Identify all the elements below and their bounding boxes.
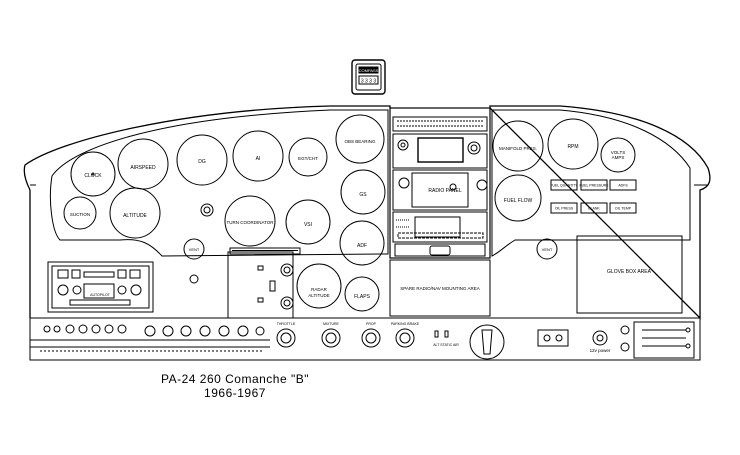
svg-text:GS: GS	[359, 192, 367, 198]
volts-amps-gauge: VOLTS AMPS	[600, 137, 636, 173]
turn-coordinator-gauge: TURN COORDINATOR	[224, 195, 276, 247]
panel-outline	[23, 105, 711, 320]
switch-subpanel	[227, 251, 294, 319]
svg-text:RADAR: RADAR	[311, 287, 328, 292]
svg-text:12v power: 12v power	[590, 348, 611, 353]
alt-static-air: ALT STATIC AIR	[433, 330, 459, 347]
twelve-v-power: 12v power	[590, 330, 611, 353]
throttle-knob: THROTTLE	[276, 322, 296, 348]
svg-text:ALTITUDE: ALTITUDE	[123, 213, 147, 219]
svg-text:ALTITUDE: ALTITUDE	[308, 293, 329, 298]
svg-text:VOLTS: VOLTS	[611, 150, 625, 155]
left-panel-section	[49, 109, 389, 257]
svg-text:ALT STATIC AIR: ALT STATIC AIR	[433, 343, 459, 347]
adf-gauge: ADF	[339, 220, 385, 266]
spare-radio-label: SPARE RADIO/NAV MOUNTING AREA	[400, 286, 480, 291]
manifold-pressure-gauge: MANIFOLD PRES.	[492, 120, 544, 172]
glove-box	[576, 235, 683, 314]
svg-text:EGT/CHT: EGT/CHT	[298, 156, 318, 161]
gs-gauge: GS	[340, 169, 386, 215]
svg-text:MANIFOLD PRES.: MANIFOLD PRES.	[499, 146, 537, 151]
svg-text:FUEL FLOW: FUEL FLOW	[504, 198, 533, 204]
suction-gauge: SUCTION	[63, 196, 97, 230]
svg-text:ADFS: ADFS	[618, 184, 628, 188]
engine-gauge-grid: FUEL QUANTITY FUEL PRESSURE ADFS OIL PRE…	[550, 179, 637, 214]
airspeed-gauge: AIRSPEED	[117, 138, 169, 190]
svg-text:VSI: VSI	[304, 222, 312, 228]
svg-text:SUCTION: SUCTION	[70, 212, 90, 217]
svg-text:OBS BEARING: OBS BEARING	[344, 139, 376, 144]
right-panel-section	[491, 109, 691, 257]
compass-label: COMPASS	[359, 68, 379, 73]
svg-text:OIL TEMP: OIL TEMP	[615, 207, 632, 211]
svg-text:FLAPS: FLAPS	[354, 294, 371, 300]
subpanel	[29, 317, 701, 361]
svg-text:VENT: VENT	[189, 247, 200, 252]
vsi-gauge: VSI	[285, 199, 331, 245]
svg-text:FUEL QUANTITY: FUEL QUANTITY	[550, 184, 578, 188]
glove-box-label: GLOVE BOX AREA	[607, 269, 652, 275]
svg-text:AMPS: AMPS	[612, 155, 625, 160]
svg-text:BLANK: BLANK	[588, 207, 600, 211]
dg-gauge: DG	[176, 134, 228, 186]
compass: COMPASS 3 3 3 3	[351, 59, 386, 95]
prop-knob: PROP	[361, 322, 381, 348]
radar-altitude-gauge: RADAR ALTITUDE	[296, 263, 342, 309]
flaps-gauge: FLAPS	[344, 276, 380, 312]
spare-radio-area	[389, 259, 491, 317]
diagram-years: 1966-1967	[204, 386, 266, 400]
vent-left: VENT	[183, 238, 205, 260]
svg-text:PARKING BRAKE: PARKING BRAKE	[391, 322, 420, 326]
svg-text:DG: DG	[198, 159, 206, 165]
clock-gauge: CLOCK	[70, 151, 116, 197]
svg-text:MIXTURE: MIXTURE	[323, 322, 339, 326]
svg-text:FUEL PRESSURE: FUEL PRESSURE	[579, 184, 609, 188]
svg-text:TURN COORDINATOR: TURN COORDINATOR	[226, 220, 274, 225]
svg-text:AIRSPEED: AIRSPEED	[130, 165, 156, 171]
ai-gauge: AI	[232, 130, 284, 182]
fuel-selector	[469, 324, 505, 360]
vent-right: VENT	[536, 238, 558, 260]
svg-text:CLOCK: CLOCK	[84, 173, 102, 179]
svg-text:PROP: PROP	[366, 322, 377, 326]
fuel-flow-gauge: FUEL FLOW	[494, 174, 542, 222]
autopilot-panel: AUTOPILOT	[47, 261, 154, 313]
obs-bearing-gauge: OBS BEARING	[335, 114, 385, 164]
radio-stack	[389, 107, 491, 259]
diagram-title: PA-24 260 Comanche "B"	[160, 372, 310, 386]
svg-text:AUTOPILOT: AUTOPILOT	[90, 293, 111, 297]
hobbs-knob	[200, 203, 214, 217]
svg-text:OIL PRESS: OIL PRESS	[555, 207, 574, 211]
svg-text:RPM: RPM	[567, 144, 578, 150]
egt-cht-gauge: EGT/CHT	[288, 137, 328, 177]
parking-brake-knob: PARKING BRAKE	[391, 322, 420, 348]
radio-panel-label: RADIO PANEL	[428, 188, 461, 194]
subpanel-switches	[40, 324, 265, 352]
svg-text:ADF: ADF	[357, 243, 367, 249]
mixture-knob: MIXTURE	[321, 322, 341, 348]
altitude-gauge: ALTITUDE	[109, 187, 161, 239]
svg-text:AI: AI	[256, 156, 261, 162]
svg-text:THROTTLE: THROTTLE	[277, 322, 296, 326]
compass-reading: 3 3 3 3	[361, 79, 377, 85]
rpm-gauge: RPM	[547, 118, 599, 170]
svg-text:VENT: VENT	[542, 247, 553, 252]
right-subpanel-box	[633, 321, 695, 359]
